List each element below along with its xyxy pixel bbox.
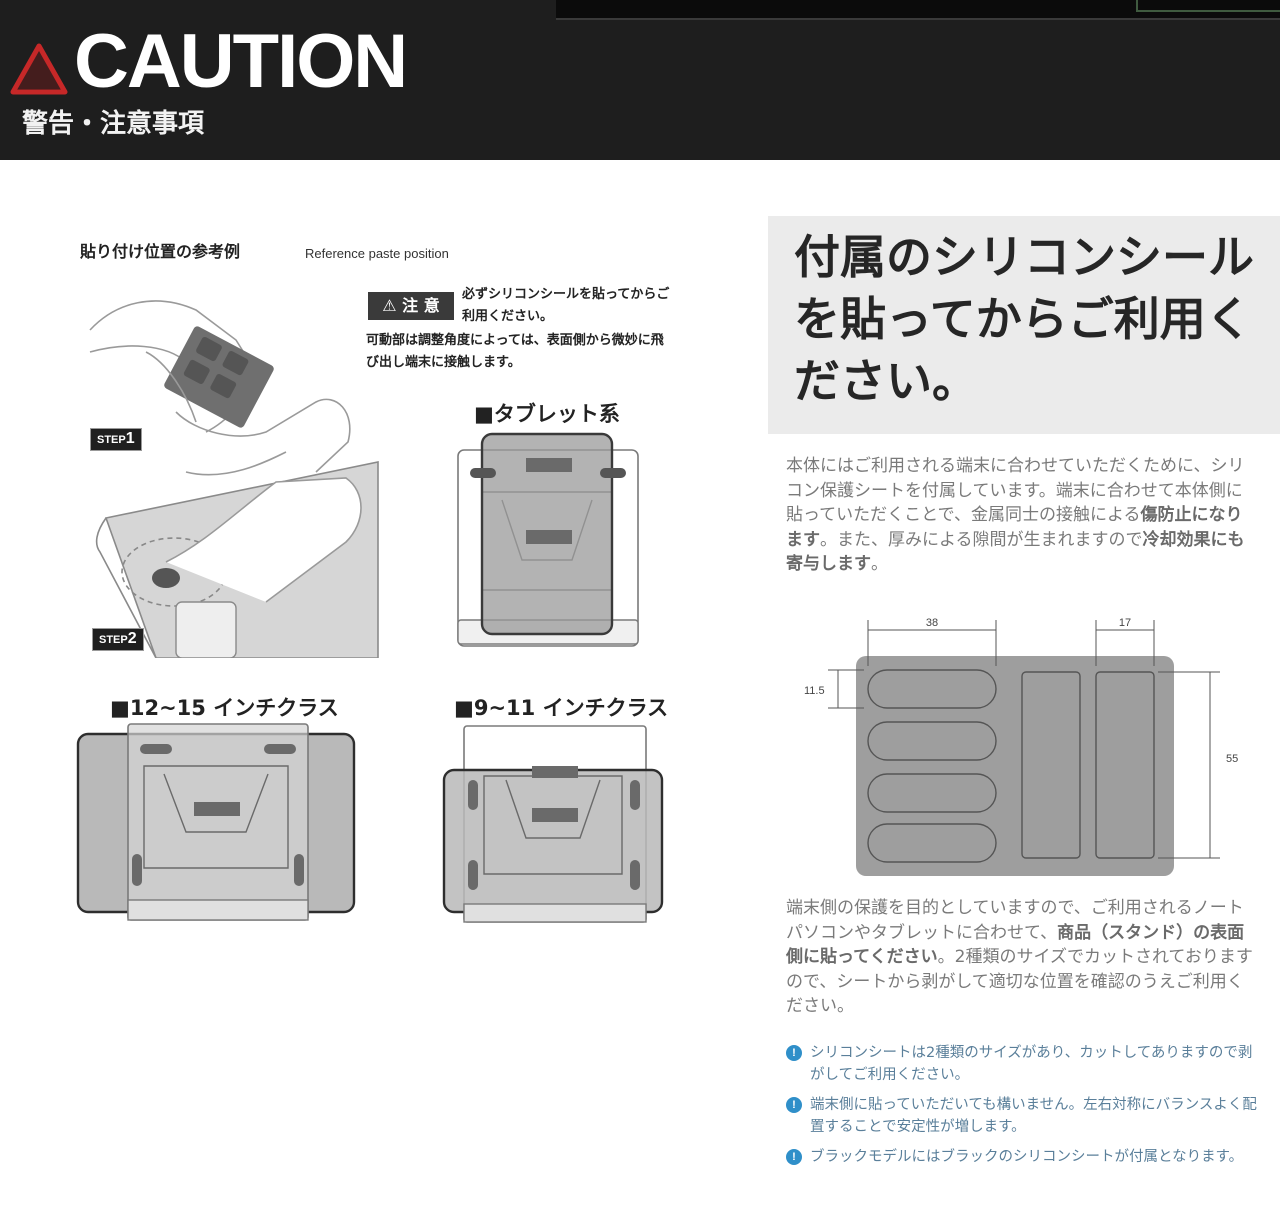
dimension-55: 55 [1226,753,1238,765]
caution-detail-text: 可動部は調整角度によっては、表面側から微妙に飛び出し端末に接触します。 [366,333,664,370]
dimension-17: 17 [1119,617,1131,629]
description-paragraph-1: 本体にはご利用される端末に合わせていただくために、シリコン保護シートを付属してい… [786,456,1245,575]
caution-header: CAUTION 警告・注意事項 [0,0,1280,160]
silicone-sheet-illustration [164,326,274,428]
info-icon: ! [786,1149,802,1165]
info-icon: ! [786,1045,802,1061]
list-item: ! ブラックモデルにはブラックのシリコンシートが付属となります。 [786,1146,1266,1168]
headline-box [768,216,1280,434]
list-item: ! シリコンシートは2種類のサイズがあり、カットしてありますので剥がしてご利用く… [786,1042,1266,1086]
list-item: ! 端末側に貼っていただいても構いません。左右対称にバランスよく配置することで安… [786,1094,1266,1138]
step-illustration [89,300,379,658]
silicone-sheet-base [856,656,1174,876]
caution-badge: ⚠ 注 意 [368,292,454,320]
dimension-38: 38 [926,617,938,629]
laptop-9-11-placement-diagram [442,725,664,923]
info-icon: ! [786,1097,802,1113]
caution-text: 必ずシリコンシールを貼ってからご利用ください。 [462,287,670,324]
page-title: CAUTION [74,19,408,104]
category-12-15-label: ■12~15 インチクラス [110,696,339,720]
step-1-badge: STEP1 [90,428,142,451]
tablet-placement-diagram [457,432,639,647]
reference-title-en: Reference paste position [305,246,449,261]
warning-icon [10,43,68,95]
header-device-edge [1136,0,1280,12]
finger-illustration [165,477,362,603]
category-tablet-label: ■タブレット系 [474,402,620,426]
header-device-strip [556,0,1280,20]
reference-title: 貼り付け位置の参考例 [80,242,241,261]
silicone-sheet-diagram: 38 17 11.5 55 [804,617,1238,876]
warning-icon: ⚠ [382,296,397,315]
laptop-12-15-placement-diagram [76,723,356,921]
notes-list: ! シリコンシートは2種類のサイズがあり、カットしてありますので剥がしてご利用く… [786,1042,1266,1176]
category-9-11-label: ■9~11 インチクラス [454,696,669,720]
step-2-badge: STEP2 [92,628,144,651]
headline: 付属のシリコンシールを貼ってからご利用ください。 [794,230,1254,408]
description-paragraph-2: 端末側の保護を目的としていますので、ご利用されるノートパソコンやタブレットに合わ… [786,898,1253,1017]
dimension-11-5: 11.5 [804,685,825,697]
page-subtitle: 警告・注意事項 [22,109,205,139]
